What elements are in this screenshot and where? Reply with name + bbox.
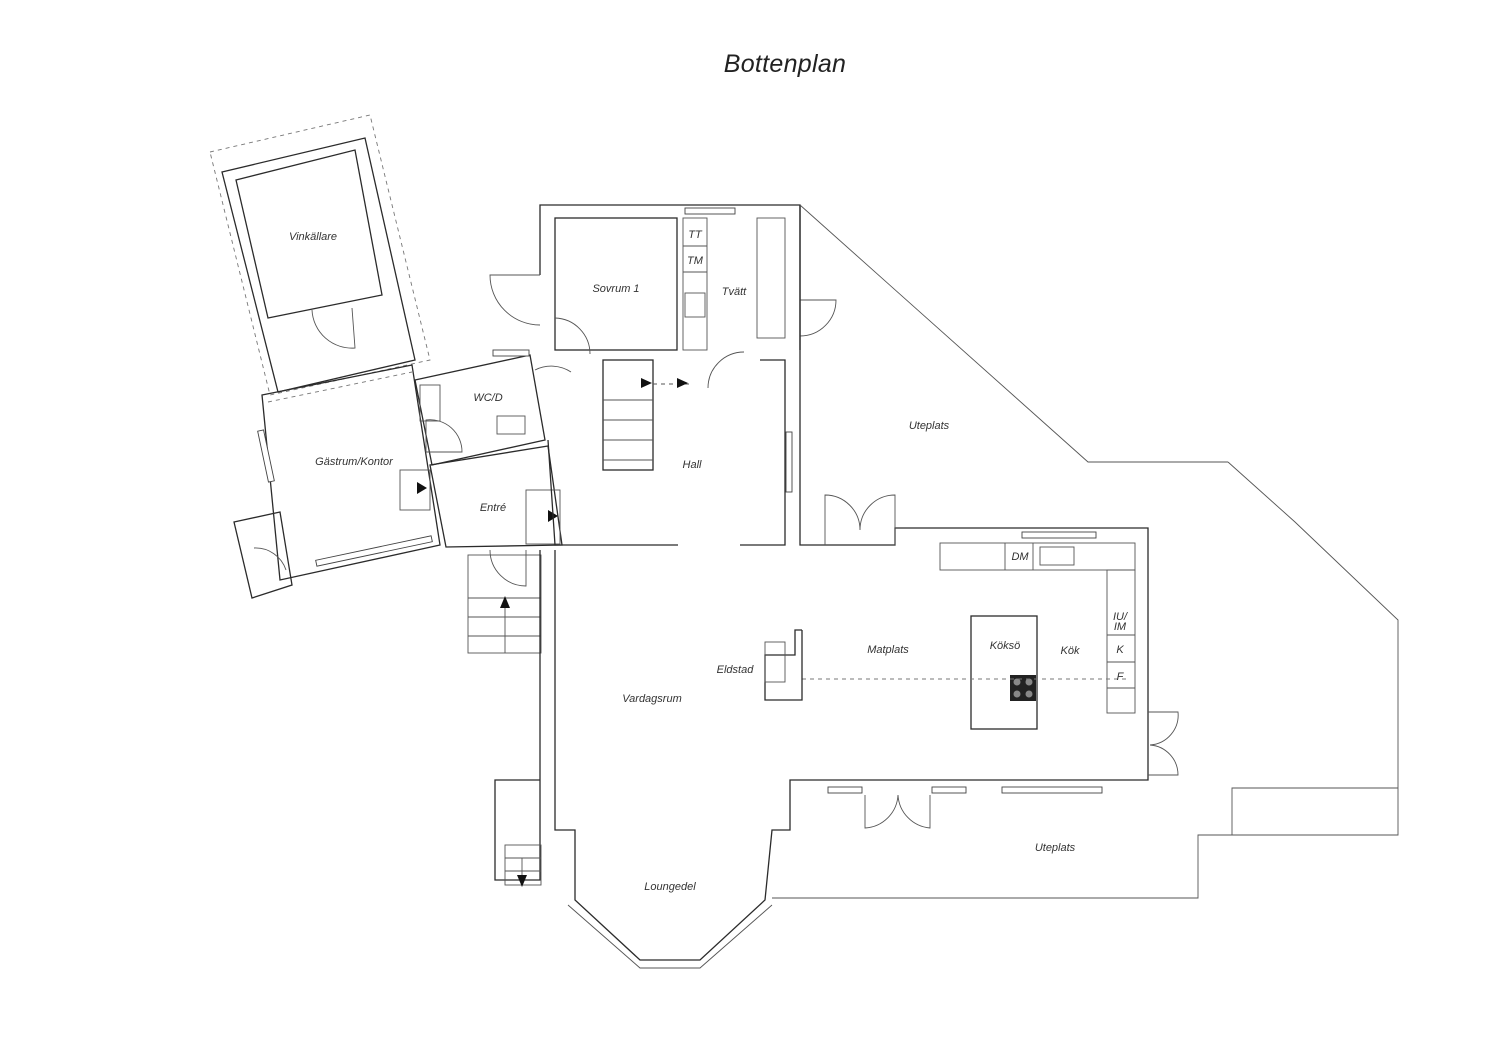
front-steps-arrow — [500, 596, 510, 608]
kitchen-sink — [1039, 546, 1075, 566]
kitchen-counter-side — [1106, 569, 1136, 714]
label-eldstad: Eldstad — [717, 664, 755, 676]
label-vinkallare: Vinkällare — [289, 231, 337, 243]
cellar-outer-wall — [221, 137, 416, 393]
guestroom-outer-wall — [261, 364, 441, 581]
guest-stair-arrow — [417, 482, 427, 494]
hall-east-wall — [740, 359, 786, 546]
front-steps — [467, 554, 542, 654]
terraces — [772, 204, 1399, 899]
tvatt-inner-door — [707, 351, 745, 389]
label-k: K — [1116, 644, 1124, 656]
hall-stair — [602, 359, 654, 471]
kitchen-window — [1021, 531, 1097, 539]
label-tvatt: Tvätt — [722, 286, 747, 298]
label-iu: IU/ — [1113, 611, 1128, 623]
wc-toilet — [419, 384, 441, 422]
wc-window — [492, 349, 530, 357]
label-koksö: Köksö — [990, 640, 1021, 652]
guestroom-window-west — [257, 429, 275, 483]
guestroom-window-south — [315, 535, 433, 567]
tvatt-outer-door — [799, 299, 837, 337]
cooktop — [1010, 675, 1036, 701]
wc-sink — [496, 415, 526, 435]
south-window-2 — [931, 786, 967, 794]
sovrum-outer-door — [489, 274, 541, 326]
label-matplats: Matplats — [867, 644, 909, 656]
kitchen-east-door — [1148, 711, 1179, 776]
label-vardagsrum: Vardagsrum — [622, 693, 682, 705]
tt-tm-cabinet — [682, 217, 708, 351]
label-uteplats-top: Uteplats — [909, 420, 950, 432]
cellar-dashed-outline — [209, 114, 431, 396]
tvatt-bench — [756, 217, 786, 339]
stair-arrow-1 — [641, 378, 652, 388]
terrace-south-outline — [772, 834, 1232, 899]
hall-window — [785, 431, 793, 493]
main-block — [494, 205, 1179, 969]
label-kok: Kök — [1061, 645, 1080, 657]
front-door-swing — [489, 549, 527, 587]
label-wcd: WC/D — [473, 392, 502, 404]
porch-door-swing — [253, 547, 287, 571]
plan-title: Bottenplan — [723, 50, 847, 78]
stair-arrow-2 — [677, 378, 688, 388]
label-tm: TM — [687, 255, 704, 267]
rear-steps — [504, 844, 542, 886]
west-wing — [209, 114, 441, 599]
label-hall: Hall — [683, 459, 703, 471]
tvatt-window — [684, 207, 736, 215]
south-window-3 — [1001, 786, 1103, 794]
entre-area — [417, 445, 563, 654]
terrace-east-outline — [1227, 461, 1399, 836]
label-gastrum: Gästrum/Kontor — [315, 456, 394, 468]
wc-shower — [425, 419, 463, 453]
label-sovrum1: Sovrum 1 — [592, 283, 639, 295]
label-f: F — [1117, 671, 1125, 683]
south-patio-door — [864, 794, 931, 829]
hall-west-wall — [547, 439, 678, 546]
guest-stair — [399, 469, 431, 511]
entre-cabinet — [525, 489, 561, 545]
guestroom-divider — [267, 371, 413, 403]
sovrum-wall — [554, 217, 678, 351]
wc-door-swing — [534, 365, 572, 373]
cellar-door-swing — [311, 307, 356, 349]
label-tt: TT — [688, 229, 703, 241]
rear-steps-arrow — [517, 875, 527, 887]
wc-area — [414, 349, 572, 466]
fireplace — [764, 629, 803, 701]
tvatt-sink — [684, 292, 706, 318]
label-entre: Entré — [480, 502, 506, 514]
south-window-1 — [827, 786, 863, 794]
north-block — [489, 204, 837, 546]
kitchen-counter-top — [939, 542, 1136, 571]
terrace-top-outline — [799, 204, 1228, 463]
label-im: IM — [1114, 621, 1127, 633]
label-uteplats-bottom: Uteplats — [1035, 842, 1076, 854]
patio-door-top — [824, 494, 896, 545]
sovrum-inner-door — [554, 317, 591, 355]
wc-wall — [414, 354, 546, 466]
guestroom-porch — [233, 511, 293, 599]
main-inner-wall — [494, 550, 541, 881]
label-dm: DM — [1011, 551, 1029, 563]
kitchen-island — [970, 615, 1038, 730]
label-loungedel: Loungedel — [644, 881, 696, 893]
room-labels: Vinkällare Sovrum 1 Tvätt TT TM WC/D Gäs… — [289, 229, 1128, 893]
bay-window — [567, 904, 773, 969]
cellar-inner-wall — [235, 149, 383, 319]
